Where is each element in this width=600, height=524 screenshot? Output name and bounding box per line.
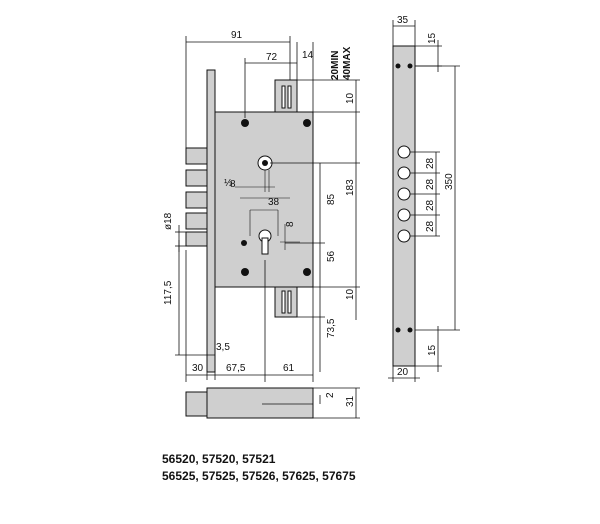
side-bolt-5 bbox=[397, 229, 411, 243]
bolt-2 bbox=[185, 169, 208, 187]
dim-spindle-8: 8 bbox=[230, 179, 236, 190]
bottom-bolt bbox=[185, 391, 208, 417]
dim-67-5: 67,5 bbox=[226, 363, 246, 374]
model-numbers-line-2: 56525, 57525, 57526, 57625, 57675 bbox=[162, 469, 356, 483]
dim-side-35: 35 bbox=[397, 15, 409, 26]
upper-slot-a bbox=[281, 85, 286, 109]
dim-14: 14 bbox=[302, 50, 314, 61]
dim-side-28-4: 28 bbox=[425, 220, 436, 232]
dim-73-5: 73,5 bbox=[326, 318, 337, 338]
cylinder-cam bbox=[261, 237, 269, 255]
dim-side-15-top: 15 bbox=[427, 32, 438, 44]
dim-side-350: 350 bbox=[444, 173, 455, 190]
dim-side-28-2: 28 bbox=[425, 178, 436, 190]
side-bolt-3 bbox=[397, 187, 411, 201]
bottom-body bbox=[206, 387, 314, 419]
faceplate bbox=[206, 69, 216, 373]
front-view: 8 ⅓ 38 8 91 72 14 20MIN 40MAX 10 183 85 … bbox=[163, 30, 360, 382]
dim-throw-max: 40MAX bbox=[342, 46, 353, 80]
bolt-3 bbox=[185, 191, 208, 209]
dim-side-28-3: 28 bbox=[425, 199, 436, 211]
screw-hole-br bbox=[303, 268, 311, 276]
dim-bolt-dia: ø18 bbox=[163, 212, 174, 230]
side-view: 35 15 28 28 28 28 350 15 20 bbox=[388, 15, 460, 382]
dim-38: 38 bbox=[268, 197, 280, 208]
side-bolt-4 bbox=[397, 208, 411, 222]
lower-slot-b bbox=[287, 290, 292, 314]
dim-top-10: 10 bbox=[345, 92, 356, 104]
dim-side-15-bottom: 15 bbox=[427, 344, 438, 356]
bolt-5 bbox=[185, 231, 208, 247]
dim-56: 56 bbox=[326, 250, 337, 262]
screw-hole-mid bbox=[241, 240, 247, 246]
dim-85: 85 bbox=[326, 193, 337, 205]
lock-body bbox=[214, 111, 314, 288]
dim-3-5: 3,5 bbox=[216, 342, 230, 353]
dim-61: 61 bbox=[283, 363, 295, 374]
dim-spindle-prefix: ⅓ bbox=[224, 178, 233, 189]
dim-side-20: 20 bbox=[397, 367, 409, 378]
bottom-view: 2 31 bbox=[185, 387, 360, 419]
upper-slot-b bbox=[287, 85, 292, 109]
side-bolt-2 bbox=[397, 166, 411, 180]
dim-30: 30 bbox=[192, 363, 204, 374]
upper-tab bbox=[274, 79, 298, 113]
screw-hole-bl bbox=[241, 268, 249, 276]
screw-hole-tl bbox=[241, 119, 249, 127]
side-plate bbox=[392, 45, 416, 367]
side-bolt-1 bbox=[397, 145, 411, 159]
dim-183: 183 bbox=[345, 179, 356, 196]
screw-hole-tr bbox=[303, 119, 311, 127]
dim-91: 91 bbox=[231, 30, 243, 41]
dim-72: 72 bbox=[266, 52, 278, 63]
bolt-1 bbox=[185, 147, 208, 165]
spindle-center bbox=[262, 160, 268, 166]
dim-side-28-1: 28 bbox=[425, 157, 436, 169]
dim-117-5: 117,5 bbox=[163, 280, 174, 305]
lower-slot-a bbox=[281, 290, 286, 314]
dim-31: 31 bbox=[345, 395, 356, 407]
dim-bottom-10: 10 bbox=[345, 288, 356, 300]
dim-inner-8: 8 bbox=[285, 221, 296, 227]
model-numbers-line-1: 56520, 57520, 57521 bbox=[162, 452, 276, 466]
dim-2: 2 bbox=[325, 392, 336, 398]
dim-throw-min: 20MIN bbox=[330, 51, 341, 80]
bolt-4 bbox=[185, 212, 208, 230]
lower-tab bbox=[274, 286, 298, 318]
